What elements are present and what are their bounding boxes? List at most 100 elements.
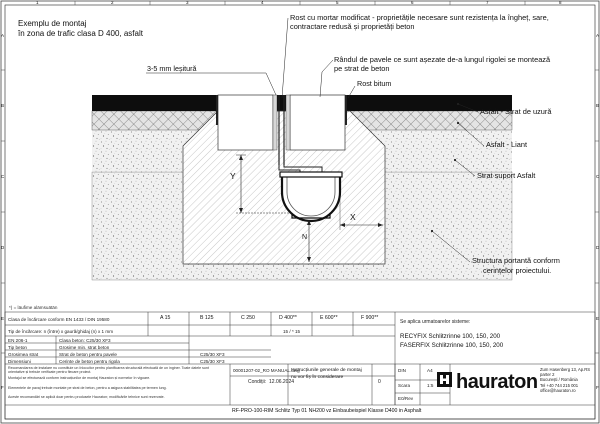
grid-row-label: A <box>1 33 5 38</box>
concrete-class-value: C25/30 XF3 <box>200 352 225 357</box>
dimension-x-label: X <box>350 212 356 222</box>
product-item: FASERFIX Schlitzrinne 100, 150, 200 <box>400 342 504 349</box>
grid-row-label: C <box>596 174 600 179</box>
spec-label: Tip beton <box>8 345 27 350</box>
label-asfalt-liant: Asfalt - Liant <box>486 140 528 149</box>
grid-col-label: 1 <box>36 0 39 5</box>
spec-value: Cerinte de beton pentru rigola <box>59 359 120 364</box>
grid-col-label: 5 <box>336 0 339 5</box>
leader-liant <box>457 122 485 147</box>
legal-note: Montajul se efectuează conform instrucți… <box>8 376 151 380</box>
grid-col-label: 4 <box>261 0 264 5</box>
concrete-class-value: C25/30 XF3 <box>200 359 225 364</box>
grid-row-label: B <box>1 103 5 108</box>
spec-label: Dimensiuni <box>8 359 31 364</box>
drawing-title-line1: Exemplu de montaj <box>18 19 87 28</box>
paver-right <box>289 94 346 151</box>
load-class-cell: F 900** <box>361 315 379 321</box>
mortar-joint-left <box>272 94 278 151</box>
description-line1: Instrucțiunile generale de montaj <box>291 368 362 373</box>
scale-label: Scara <box>398 383 411 388</box>
grid-row-label: D <box>1 245 5 250</box>
channel-inner <box>286 176 336 217</box>
size-label: DIN <box>398 368 406 373</box>
leader-structura <box>431 230 471 263</box>
leader-rost <box>281 17 289 99</box>
revision: E0/Rev <box>398 396 414 401</box>
load-class-cell: A 15 <box>160 315 171 321</box>
load-class-cell: B 125 <box>200 315 214 321</box>
label-randul-line1: Rândul de pavele ce sunt așezate de-a lu… <box>334 55 551 64</box>
grid-row-label: F <box>596 385 599 390</box>
scale-value: 1:5 <box>427 383 434 388</box>
spec-value: Strat de beton pentru pavele <box>59 352 117 357</box>
sheet-number: 0 <box>378 379 381 385</box>
grid-row-label: D <box>596 245 600 250</box>
legal-note: Elementele de pavaj trebuie montate pe s… <box>8 386 167 390</box>
size-value: A4 <box>427 368 433 373</box>
product-item: RECYFIX Schlitzrinne 100, 150, 200 <box>400 333 501 340</box>
grid-row-label: B <box>596 103 600 108</box>
rost-bitum-left <box>216 95 218 125</box>
grid-col-label: 8 <box>559 0 562 5</box>
rost-bitum-right <box>345 95 347 125</box>
channel-flange <box>279 171 343 178</box>
load-class-cell: D 400** <box>279 315 297 321</box>
grid-col-label: 2 <box>111 0 114 5</box>
mortar-joint-right <box>285 94 291 151</box>
label-asfalt-uzura: Asfalt - Strat de uzură <box>480 107 552 116</box>
applies-to-header: Se aplica urmatoarelor sisteme: <box>400 319 471 325</box>
grid-row-label: F <box>1 385 4 390</box>
dimension-n-label: N <box>302 234 308 241</box>
conditii-label: Condiții: <box>248 379 267 385</box>
grid-row-label: E <box>1 316 5 321</box>
company-email: office@hauraton.ro <box>540 388 576 393</box>
company-logo-text: hauraton <box>456 371 538 393</box>
load-class-cell: C 250 <box>241 315 255 321</box>
description-line2: nu vor fiș în considerare <box>291 375 344 380</box>
leader-suport <box>454 159 476 177</box>
footnote: *) = läufime alämsuätän <box>9 305 58 310</box>
spec-label: EN 206-1 <box>8 338 28 343</box>
load-type-row-label: Tip de încărcare: n (între) x gaură/ghid… <box>8 329 114 334</box>
company-city: București / România <box>540 377 578 382</box>
load-type-value: 15 / * 15 <box>283 329 301 334</box>
grid-col-label: 6 <box>411 0 414 5</box>
leader-uzura <box>457 103 479 113</box>
load-class-row-label: Clasa de încărcare conform EN 1433 / DIN… <box>8 317 110 322</box>
drawing-number: 00001207-02_RO MANUAL.dwg <box>233 368 300 373</box>
legal-note: Aceste recomandări se aplică doar pentru… <box>8 395 165 399</box>
legal-note: Recomandarea de instalare nu constituie … <box>8 366 209 375</box>
hauraton-logo-icon <box>437 372 452 387</box>
grid-row-label: C <box>1 174 5 179</box>
file-reference: RF-PRO-100-RIM Schlitz Typ 01 NH200 vz E… <box>232 408 422 414</box>
label-strat-suport: Strat suport Asfalt <box>477 171 536 180</box>
paver-left <box>217 94 274 151</box>
label-rost-line1: Rost cu mortar modificat - proprietățile… <box>290 13 549 22</box>
label-rost-bitum: Rost bitum <box>357 79 392 88</box>
company-tel: Tel +40 744 215 001 <box>540 383 579 388</box>
grid-row-label: A <box>596 33 600 38</box>
label-structura-line1: Structura portantă conform <box>472 256 560 265</box>
drawing-date: 12.06.2024 <box>269 379 295 385</box>
channel-foot <box>291 213 331 219</box>
slot-neck <box>278 165 323 172</box>
spec-label: Grosimea strat <box>8 352 39 357</box>
dimension-y-label: Y <box>230 171 236 181</box>
drawing-title-line2: în zona de trafic clasa D 400, asfalt <box>18 29 143 38</box>
label-rost-line2: contractare redusă și proprietăți beton <box>290 22 415 31</box>
leader-randul <box>319 59 334 98</box>
company-address: Zum Hasenberg 13, Ap.RS <box>540 367 591 372</box>
grid-col-label: 7 <box>486 0 489 5</box>
leader-lesitura <box>146 72 277 96</box>
grid-row-label: E <box>596 316 600 321</box>
spec-value: Clasa beton: C25/30 XF3 <box>59 338 111 343</box>
grid-col-label: 3 <box>186 0 189 5</box>
company-address: parter 2 <box>540 372 555 377</box>
label-randul-line2: pe strat de beton <box>334 64 390 73</box>
label-structura-line2: cerințelor proiectului. <box>483 266 552 275</box>
spec-value: Grosime min. strat beton <box>59 345 110 350</box>
channel-body <box>280 176 342 223</box>
load-class-cell: E 600** <box>320 315 338 321</box>
